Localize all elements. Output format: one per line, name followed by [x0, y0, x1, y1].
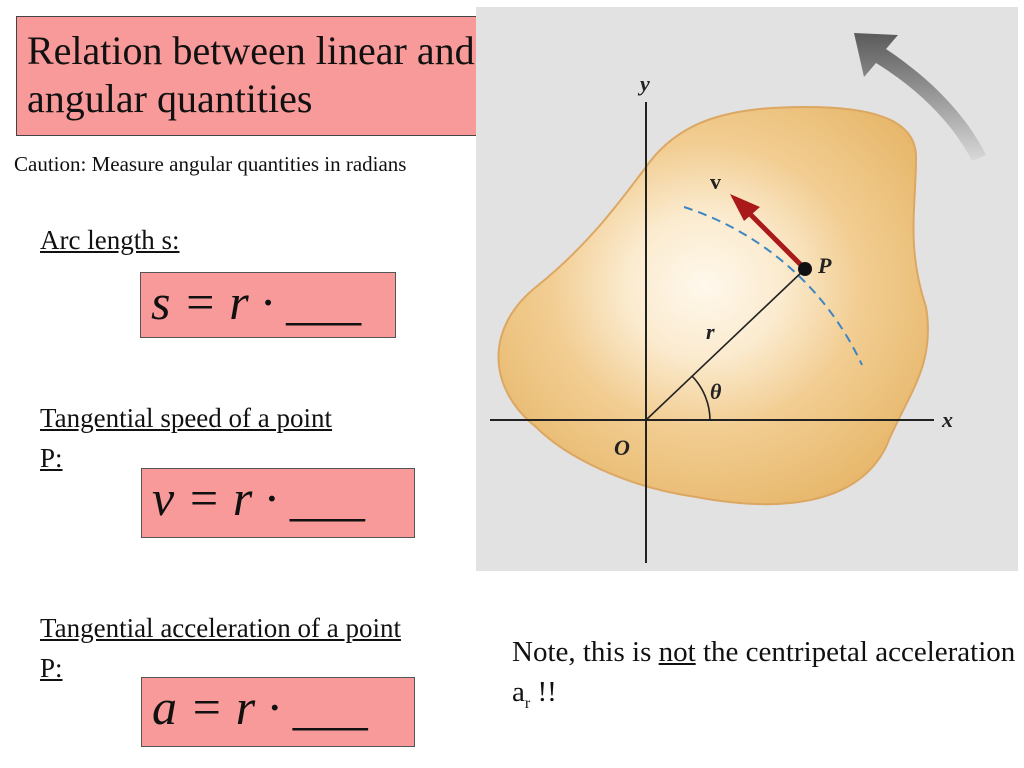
velocity-vector [746, 210, 807, 271]
y-axis-label: y [637, 71, 650, 96]
angle-label: θ [710, 379, 722, 404]
velocity-label: v [710, 169, 721, 194]
arc-length-equation: s = r · ___ [140, 272, 396, 338]
tangential-speed-equation: v = r · ___ [141, 468, 415, 538]
rigid-body-shape [497, 105, 929, 506]
tangential-acceleration-label: Tangential acceleration of a point P: [40, 613, 401, 683]
note-subscript: r [524, 694, 531, 712]
slide-title: Relation between linear and angular quan… [16, 16, 520, 136]
velocity-arrowhead [730, 194, 760, 221]
arc-length-label: Arc length s: [40, 225, 180, 255]
circular-path [683, 206, 863, 366]
radius-label: r [706, 319, 715, 344]
caution-text: Caution: Measure angular quantities in r… [14, 152, 407, 176]
curved-rotation-arrow [854, 33, 986, 161]
angle-arc [691, 375, 711, 421]
radius-line [645, 268, 806, 421]
x-axis-label: x [941, 407, 953, 432]
note-text: Note, this is not the centripetal accele… [512, 636, 1016, 712]
point-p-marker [798, 262, 812, 276]
point-p-label: P [817, 253, 832, 278]
tangential-speed-label: Tangential speed of a point P: [40, 403, 333, 473]
rotation-figure: y x O P v r θ [476, 7, 1018, 571]
origin-label: O [614, 435, 630, 460]
note-emphasis: not [658, 636, 696, 668]
tangential-acceleration-equation: a = r · ___ [141, 677, 415, 747]
